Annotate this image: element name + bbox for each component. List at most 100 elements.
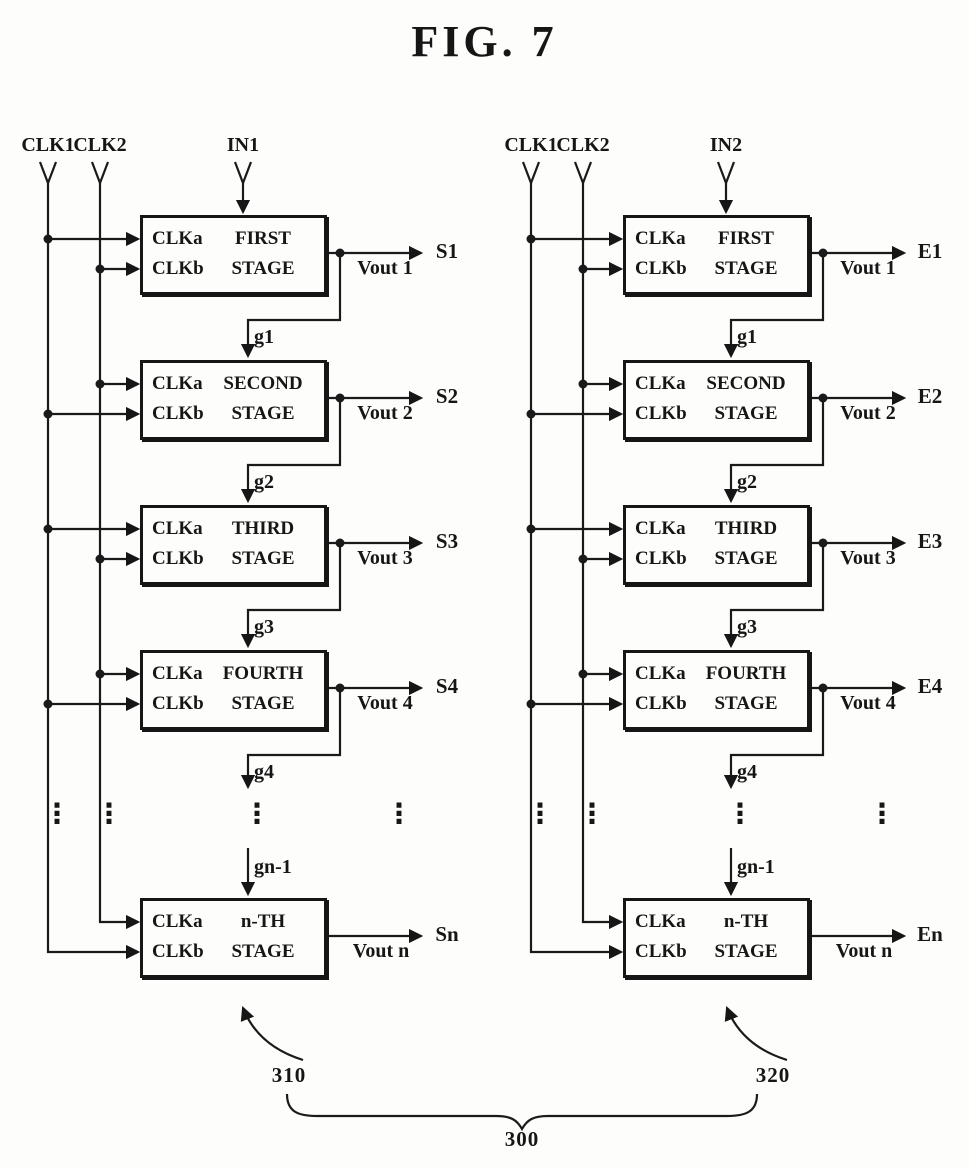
left-chain-wires: [38, 161, 424, 960]
stage-name-line1: THIRD: [231, 518, 295, 539]
clka-port-label: CLKa: [152, 911, 203, 932]
output-label-s2: S2: [435, 384, 459, 408]
in2-input-terminal-icon: [716, 161, 736, 187]
clka-port-label: CLKa: [635, 518, 686, 539]
vout-label: Vout n: [352, 940, 410, 962]
vout-label: Vout 3: [357, 547, 413, 569]
output-label-s1: S1: [435, 239, 459, 263]
ref-320-label: 320: [755, 1063, 791, 1087]
output-label-sn: Sn: [435, 922, 459, 946]
stage-name-line1: n-TH: [723, 911, 769, 932]
stage-name-line2: STAGE: [714, 693, 778, 714]
carry-label-gn-1: gn-1: [254, 856, 292, 878]
stage-name-line2: STAGE: [231, 693, 295, 714]
clkb-port-label: CLKb: [635, 403, 687, 424]
stage-name-line1: FOURTH: [705, 663, 787, 684]
stage-name-line1: FIRST: [718, 228, 774, 249]
stage-name-line2: STAGE: [231, 258, 295, 279]
stage-name-line1: SECOND: [223, 373, 303, 394]
ref-310-label: 310: [271, 1063, 307, 1087]
ref-310-arrow-icon: [240, 1006, 304, 1062]
output-label-e4: E4: [917, 674, 943, 698]
output-label-s3: S3: [435, 529, 459, 553]
vout-label: Vout n: [835, 940, 893, 962]
ellipsis: ⋮: [868, 797, 896, 830]
clkb-port-label: CLKb: [152, 941, 204, 962]
ref-300-label: 300: [504, 1127, 540, 1151]
stage-name-line1: FIRST: [235, 228, 291, 249]
output-label-e2: E2: [917, 384, 943, 408]
brace-icon: [285, 1093, 759, 1132]
clka-port-label: CLKa: [635, 373, 686, 394]
carry-label-g3: g3: [737, 616, 757, 638]
clkb-port-label: CLKb: [152, 693, 204, 714]
stage-name-line2: STAGE: [231, 403, 295, 424]
clka-port-label: CLKa: [152, 518, 203, 539]
carry-label-g2: g2: [737, 471, 757, 493]
left-junction-dots: [43, 234, 345, 709]
in1-input-terminal-icon: [233, 161, 253, 187]
carry-label-g4: g4: [254, 761, 274, 783]
vout-label: Vout 4: [840, 692, 896, 714]
right-junction-dots: [526, 234, 828, 709]
stage-name-line1: SECOND: [706, 373, 786, 394]
clkb-port-label: CLKb: [635, 258, 687, 279]
carry-label-g2: g2: [254, 471, 274, 493]
clka-port-label: CLKa: [635, 663, 686, 684]
stage-name-line1: FOURTH: [222, 663, 304, 684]
right-clk2-label: CLK2: [556, 134, 610, 156]
left-in1-label: IN1: [226, 134, 260, 156]
vout-label: Vout 2: [840, 402, 896, 424]
output-label-s4: S4: [435, 674, 459, 698]
output-label-en: En: [917, 922, 943, 946]
clka-port-label: CLKa: [635, 228, 686, 249]
figure-title: FIG. 7: [411, 17, 558, 66]
vout-label: Vout 4: [357, 692, 413, 714]
clka-port-label: CLKa: [635, 911, 686, 932]
vout-label: Vout 1: [840, 257, 896, 279]
clk2-input-terminal-icon: [573, 161, 593, 187]
clk1-input-terminal-icon: [38, 161, 58, 187]
clkb-port-label: CLKb: [635, 548, 687, 569]
carry-label-gn-1: gn-1: [737, 856, 775, 878]
ellipsis: ⋮: [726, 797, 754, 830]
left-clk1-label: CLK1: [21, 134, 75, 156]
left-clk2-label: CLK2: [73, 134, 127, 156]
stage-name-line2: STAGE: [714, 403, 778, 424]
reference-annotations: [240, 1006, 788, 1132]
clk2-input-terminal-icon: [90, 161, 110, 187]
output-label-e1: E1: [917, 239, 943, 263]
clka-port-label: CLKa: [152, 663, 203, 684]
stage-name-line1: THIRD: [714, 518, 778, 539]
clka-port-label: CLKa: [152, 228, 203, 249]
ellipsis: ⋮: [385, 797, 413, 830]
output-label-e3: E3: [917, 529, 943, 553]
stage-name-line2: STAGE: [714, 258, 778, 279]
right-clk1-label: CLK1: [504, 134, 558, 156]
ellipsis: ⋮: [578, 797, 606, 830]
ellipsis: ⋮: [243, 797, 271, 830]
carry-label-g1: g1: [737, 326, 757, 348]
stage-name-line2: STAGE: [231, 548, 295, 569]
clka-port-label: CLKa: [152, 373, 203, 394]
carry-label-g4: g4: [737, 761, 757, 783]
ref-320-arrow-icon: [724, 1006, 788, 1062]
clkb-port-label: CLKb: [635, 941, 687, 962]
carry-label-g1: g1: [254, 326, 274, 348]
clk1-input-terminal-icon: [521, 161, 541, 187]
clkb-port-label: CLKb: [152, 403, 204, 424]
ellipsis: ⋮: [526, 797, 554, 830]
clkb-port-label: CLKb: [152, 548, 204, 569]
clkb-port-label: CLKb: [635, 693, 687, 714]
